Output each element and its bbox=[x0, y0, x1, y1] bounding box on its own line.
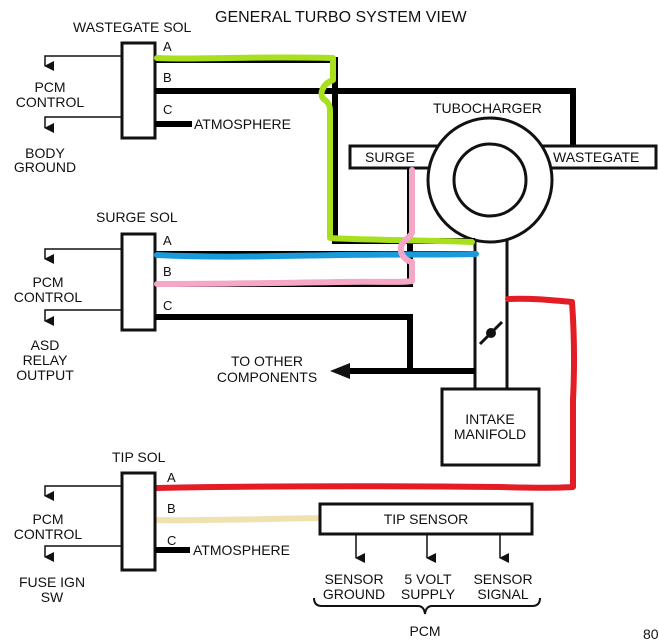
wastegate-pcm-label-1: PCM bbox=[34, 79, 65, 95]
to-other-label-2: COMPONENTS bbox=[217, 369, 317, 385]
tip-pin-b: B bbox=[167, 501, 176, 516]
tip-sol-label: TIP SOL bbox=[112, 449, 166, 465]
surge-b-hose bbox=[155, 168, 413, 287]
surge-pin-b: B bbox=[163, 264, 172, 279]
wastegate-ground-arrow bbox=[44, 116, 122, 133]
wastegate-pin-c: C bbox=[163, 102, 172, 117]
intake-duct bbox=[473, 218, 509, 392]
surge-asd-label-2: RELAY bbox=[23, 352, 69, 368]
tip-sensor-box bbox=[318, 502, 534, 536]
to-other-components-arrow-icon bbox=[330, 363, 350, 379]
pcm-group-label: PCM bbox=[409, 623, 440, 639]
volt-supply-label-2: SUPPLY bbox=[401, 586, 456, 602]
wastegate-pcm-arrow bbox=[44, 55, 122, 71]
intake-manifold: INTAKE MANIFOLD bbox=[440, 387, 541, 467]
surge-solenoid: SURGE SOL A B C PCM CONTROL ASD RELAY OU… bbox=[14, 209, 178, 383]
tip-atmosphere-label: ATMOSPHERE bbox=[193, 542, 290, 558]
surge-pin-c: C bbox=[163, 298, 172, 313]
surge-sol-label: SURGE SOL bbox=[96, 209, 178, 225]
turbo-inner-ring bbox=[452, 142, 528, 218]
surge-pcm-arrow bbox=[44, 248, 122, 264]
wastegate-solenoid: WASTEGATE SOL A B C PCM CONTROL BODY GRO… bbox=[14, 19, 291, 175]
tip-sol-body bbox=[120, 471, 157, 572]
surge-pin-a: A bbox=[163, 233, 172, 248]
wastegate-pcm-label-2: CONTROL bbox=[16, 94, 85, 110]
wastegate-body-label-1: BODY bbox=[25, 145, 65, 161]
tip-sensor: TIP SENSOR SENSOR GROUND 5 VOLT SUPPLY S… bbox=[313, 502, 541, 639]
diagram-title: GENERAL TURBO SYSTEM VIEW bbox=[215, 9, 468, 26]
tip-fuse-label-1: FUSE IGN bbox=[19, 574, 85, 590]
pcm-brace bbox=[313, 597, 541, 615]
intake-manifold-box bbox=[440, 387, 541, 467]
surge-sol-body bbox=[120, 232, 157, 332]
surge-c-hose bbox=[155, 314, 413, 371]
tip-solenoid: TIP SOL A B C PCM CONTROL FUSE IGN SW AT… bbox=[14, 449, 290, 605]
tip-pcm-arrow bbox=[44, 485, 122, 501]
tip-fuse-arrow bbox=[44, 545, 122, 562]
surge-asd-arrow bbox=[44, 309, 122, 326]
wastegate-port-label: WASTEGATE bbox=[553, 149, 639, 165]
sensor-signal-label-2: SIGNAL bbox=[477, 586, 529, 602]
tip-fuse-label-2: SW bbox=[41, 589, 64, 605]
tip-pin-a: A bbox=[167, 470, 176, 485]
page-number: 80 bbox=[643, 626, 659, 642]
sensor-ground-label-1: SENSOR bbox=[324, 571, 383, 587]
throttle-pivot-icon bbox=[486, 328, 496, 338]
wastegate-atmosphere-label: ATMOSPHERE bbox=[194, 116, 291, 132]
surge-port-label: SURGE bbox=[365, 149, 415, 165]
tan-wire bbox=[154, 515, 325, 524]
sensor-signal-label-1: SENSOR bbox=[473, 571, 532, 587]
wastegate-pin-a: A bbox=[163, 39, 172, 54]
green-wire bbox=[154, 54, 475, 245]
wastegate-pin-b: B bbox=[163, 70, 172, 85]
tip-pcm-label-2: CONTROL bbox=[14, 526, 83, 542]
tip-pin-c: C bbox=[167, 533, 176, 548]
intake-manifold-label-2: MANIFOLD bbox=[454, 426, 526, 442]
sensor-ground-label-2: GROUND bbox=[323, 586, 385, 602]
intake-manifold-label-1: INTAKE bbox=[465, 411, 515, 427]
turbocharger: SURGE WASTEGATE TUBOCHARGER bbox=[348, 100, 658, 392]
surge-asd-label-1: ASD bbox=[31, 337, 60, 353]
tip-pcm-label-1: PCM bbox=[32, 511, 63, 527]
wastegate-body-label-2: GROUND bbox=[14, 159, 76, 175]
wastegate-sol-label: WASTEGATE SOL bbox=[73, 19, 191, 35]
pink-wire bbox=[154, 167, 415, 287]
blue-wire bbox=[154, 251, 479, 260]
surge-pcm-label-2: CONTROL bbox=[14, 289, 83, 305]
wastegate-b-hose bbox=[155, 88, 576, 147]
turbo-label: TUBOCHARGER bbox=[433, 100, 542, 116]
wastegate-sol-body bbox=[120, 41, 157, 140]
tip-sensor-label: TIP SENSOR bbox=[384, 511, 469, 527]
surge-pcm-label-1: PCM bbox=[32, 274, 63, 290]
to-other-label-1: TO OTHER bbox=[231, 353, 303, 369]
red-wire bbox=[154, 295, 578, 491]
surge-asd-label-3: OUTPUT bbox=[16, 367, 74, 383]
volt-supply-label-1: 5 VOLT bbox=[404, 571, 452, 587]
